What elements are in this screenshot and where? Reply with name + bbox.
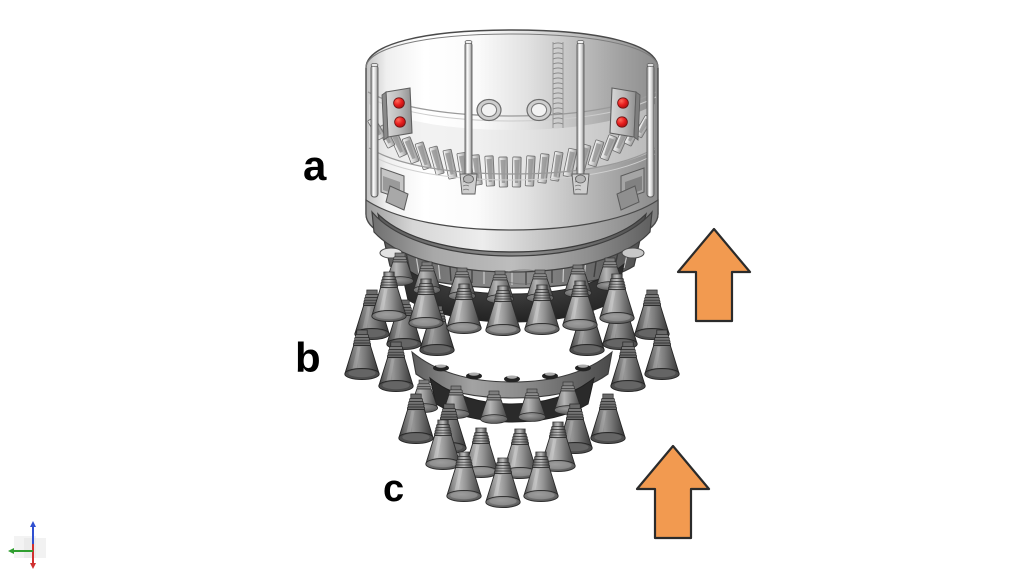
drum-seam-lower-highlight <box>368 153 656 181</box>
louver-slat <box>428 145 445 176</box>
drum-top-rim <box>365 33 659 69</box>
axis-triad <box>8 521 46 569</box>
bolt-boss-right <box>621 247 645 259</box>
indicator-panel-left <box>381 87 413 141</box>
indicator-light <box>394 116 406 128</box>
vertical-rod-far-right <box>646 63 655 198</box>
callout-label-c: c <box>383 468 405 510</box>
louver-slat <box>401 136 420 164</box>
mid-hub-highlights <box>436 364 588 379</box>
drum-port-right <box>526 98 552 122</box>
arrow-lower <box>635 444 711 540</box>
lower-nozzle-bottom-row <box>446 451 559 509</box>
louver-slat <box>550 151 564 182</box>
arrow-upper <box>676 227 752 323</box>
vertical-rod-far-left <box>370 63 379 198</box>
vertical-rod-right <box>571 40 590 195</box>
louver-slat <box>511 156 522 188</box>
vertical-rod-left <box>459 40 478 195</box>
indicator-panel-right <box>609 87 641 141</box>
indicator-light <box>393 97 405 109</box>
louver-slat <box>498 156 509 188</box>
callout-label-b: b <box>295 334 321 381</box>
indicator-light <box>617 97 629 109</box>
louver-slat <box>414 141 432 171</box>
flange-outer-lip <box>371 210 653 273</box>
callout-label-a: a <box>303 142 327 189</box>
ribbed-conduit <box>552 42 564 128</box>
louver-slat <box>587 139 605 168</box>
drum-seam-lower <box>368 147 656 175</box>
drum-port-left <box>476 98 502 122</box>
indicator-light <box>616 116 628 128</box>
louver-slat <box>524 155 536 187</box>
louver-slat <box>484 155 496 187</box>
louver-slat <box>562 147 578 178</box>
gusset-right <box>616 167 645 211</box>
drum-section <box>365 29 659 253</box>
gusset-left <box>380 167 409 211</box>
engine-cluster-lower <box>398 376 626 509</box>
